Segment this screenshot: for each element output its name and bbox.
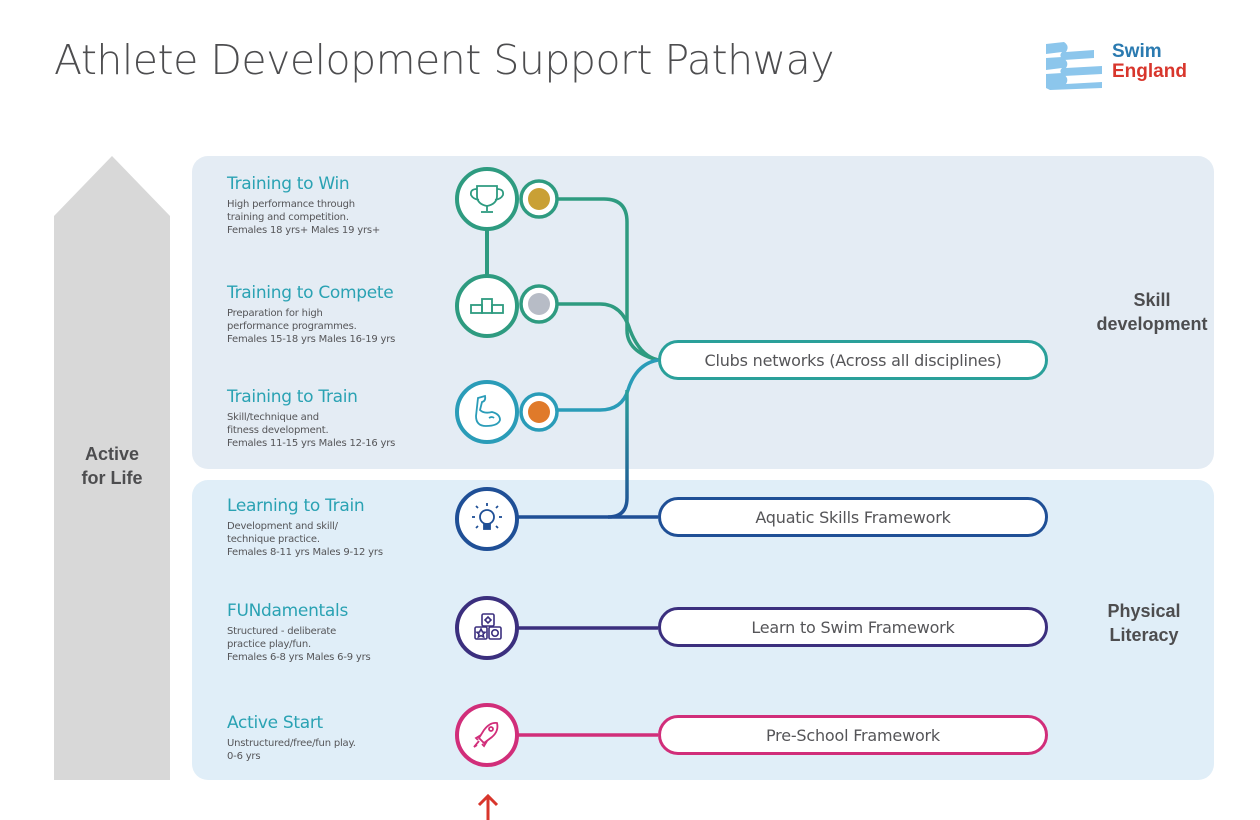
logo-text-swim: Swim xyxy=(1112,41,1162,62)
silver-medal-icon xyxy=(519,284,559,324)
connector-train xyxy=(557,358,659,412)
lightbulb-icon xyxy=(472,503,502,530)
page-title: Athlete Development Support Pathway xyxy=(54,36,834,84)
stage-node-learning-to-train xyxy=(455,487,519,551)
stage-title: Training to Compete xyxy=(227,283,394,303)
toy-blocks-icon xyxy=(474,613,502,640)
stage-active-start: Active Start Unstructured/free/fun play.… xyxy=(227,712,447,763)
skill-development-line1: Skill xyxy=(1133,290,1171,310)
stage-training-to-win: Training to Win High performance through… xyxy=(227,173,447,237)
stage-fundamentals: FUNdamentals Structured - deliberate pra… xyxy=(227,600,447,664)
stage-learning-to-train: Learning to Train Development and skill/… xyxy=(227,495,447,559)
connector-compete xyxy=(557,302,659,362)
skill-development-panel xyxy=(192,156,1214,469)
rocket-icon xyxy=(473,721,499,748)
gold-medal-icon xyxy=(519,179,559,219)
podium-icon xyxy=(470,298,504,314)
logo-text-england: England xyxy=(1112,61,1187,82)
active-for-life-arrow xyxy=(54,156,170,780)
skill-development-label: Skill development xyxy=(1082,288,1222,336)
connector-win xyxy=(557,197,659,362)
stage-training-to-train: Training to Train Skill/technique and fi… xyxy=(227,386,447,450)
framework-clubs-networks: Clubs networks (Across all disciplines) xyxy=(658,340,1048,380)
stage-description: Preparation for high performance program… xyxy=(227,308,396,345)
stage-title: FUNdamentals xyxy=(227,601,349,621)
stage-title: Training to Win xyxy=(227,174,350,194)
physical-literacy-label: Physical Literacy xyxy=(1074,599,1214,647)
stage-title: Active Start xyxy=(227,713,323,733)
stage-title: Learning to Train xyxy=(227,496,365,516)
framework-aquatic-skills: Aquatic Skills Framework xyxy=(658,497,1048,537)
up-arrow-icon xyxy=(477,793,499,820)
swim-england-waves-icon xyxy=(1046,42,1102,90)
swim-england-logo: Swim England xyxy=(1044,40,1214,90)
stage-node-training-to-compete xyxy=(455,274,519,338)
trophy-icon xyxy=(469,185,505,213)
bronze-medal-icon xyxy=(519,392,559,432)
stage-description: Unstructured/free/fun play. 0-6 yrs xyxy=(227,738,356,762)
stage-node-active-start xyxy=(455,703,519,767)
flexed-arm-icon xyxy=(475,394,501,427)
physical-literacy-line1: Physical xyxy=(1107,601,1181,621)
stage-description: Skill/technique and fitness development.… xyxy=(227,412,396,449)
stage-description: Structured - deliberate practice play/fu… xyxy=(227,626,371,663)
stage-node-training-to-win xyxy=(455,167,519,231)
active-for-life-label: Active for Life xyxy=(54,442,170,490)
stage-node-fundamentals xyxy=(455,596,519,660)
skill-development-line2: development xyxy=(1096,314,1208,334)
stage-node-training-to-train xyxy=(455,380,519,444)
stage-title: Training to Train xyxy=(227,387,358,407)
stage-training-to-compete: Training to Compete Preparation for high… xyxy=(227,282,447,346)
framework-learn-to-swim: Learn to Swim Framework xyxy=(658,607,1048,647)
active-for-life-line1: Active xyxy=(84,444,140,464)
active-for-life-line2: for Life xyxy=(81,468,143,488)
framework-pre-school: Pre-School Framework xyxy=(658,715,1048,755)
physical-literacy-line2: Literacy xyxy=(1109,625,1179,645)
stage-description: High performance through training and co… xyxy=(227,199,381,236)
stage-description: Development and skill/ technique practic… xyxy=(227,521,383,558)
